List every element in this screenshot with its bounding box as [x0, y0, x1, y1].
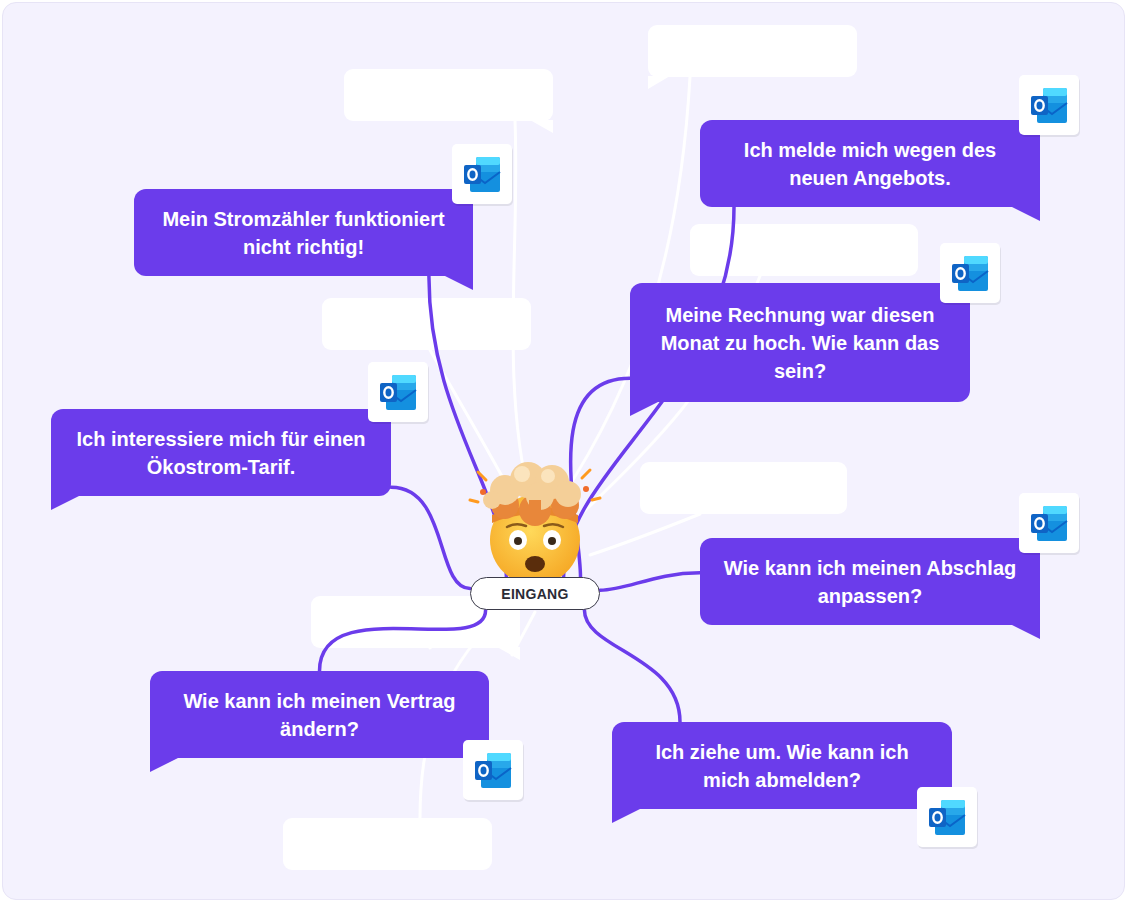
message-bubble: Ich melde mich wegen des neuen Angebots.: [700, 120, 1040, 207]
outlook-icon: [917, 787, 979, 849]
message-text: Ich melde mich wegen des neuen Angebots.: [718, 136, 1022, 192]
outlook-icon: [1019, 493, 1081, 555]
bubble-tail: [51, 495, 81, 511]
message-bubble: Wie kann ich meinen Abschlag anpassen?: [700, 538, 1040, 625]
message-bubble: Ich interessiere mich für einen Ökostrom…: [51, 409, 391, 496]
message-text: Wie kann ich meinen Abschlag anpassen?: [718, 554, 1022, 610]
inbox-label: EINGANG: [501, 586, 568, 602]
bubble-tail: [630, 401, 660, 417]
message-bubble: Wie kann ich meinen Vertrag ändern?: [150, 671, 489, 758]
connector-line: [571, 378, 630, 577]
bubble-tail: [150, 757, 180, 773]
message-text: Mein Stromzähler funktioniert nicht rich…: [152, 205, 455, 261]
bubble-tail: [612, 808, 642, 824]
message-text: Ich interessiere mich für einen Ökostrom…: [69, 425, 373, 481]
inbox-pill: EINGANG: [470, 577, 600, 610]
connector-line: [600, 573, 700, 590]
message-text: Meine Rechnung war diesen Monat zu hoch.…: [648, 301, 952, 385]
bubble-tail: [1010, 624, 1040, 640]
outlook-icon: [463, 740, 525, 802]
outlook-icon: [368, 362, 430, 424]
message-text: Wie kann ich meinen Vertrag ändern?: [168, 687, 471, 743]
connector-line: [320, 610, 486, 671]
outlook-icon: [940, 243, 1002, 305]
connector-line: [584, 610, 680, 722]
bubble-tail: [443, 275, 473, 291]
message-bubble: Meine Rechnung war diesen Monat zu hoch.…: [630, 283, 970, 402]
message-bubble: Ich ziehe um. Wie kann ich mich abmelden…: [612, 722, 952, 809]
outlook-icon: [1019, 75, 1081, 137]
connector-line: [391, 487, 470, 588]
bubble-tail: [1010, 206, 1040, 222]
message-bubble: Mein Stromzähler funktioniert nicht rich…: [134, 189, 473, 276]
outlook-icon: [452, 144, 514, 206]
message-text: Ich ziehe um. Wie kann ich mich abmelden…: [630, 738, 934, 794]
